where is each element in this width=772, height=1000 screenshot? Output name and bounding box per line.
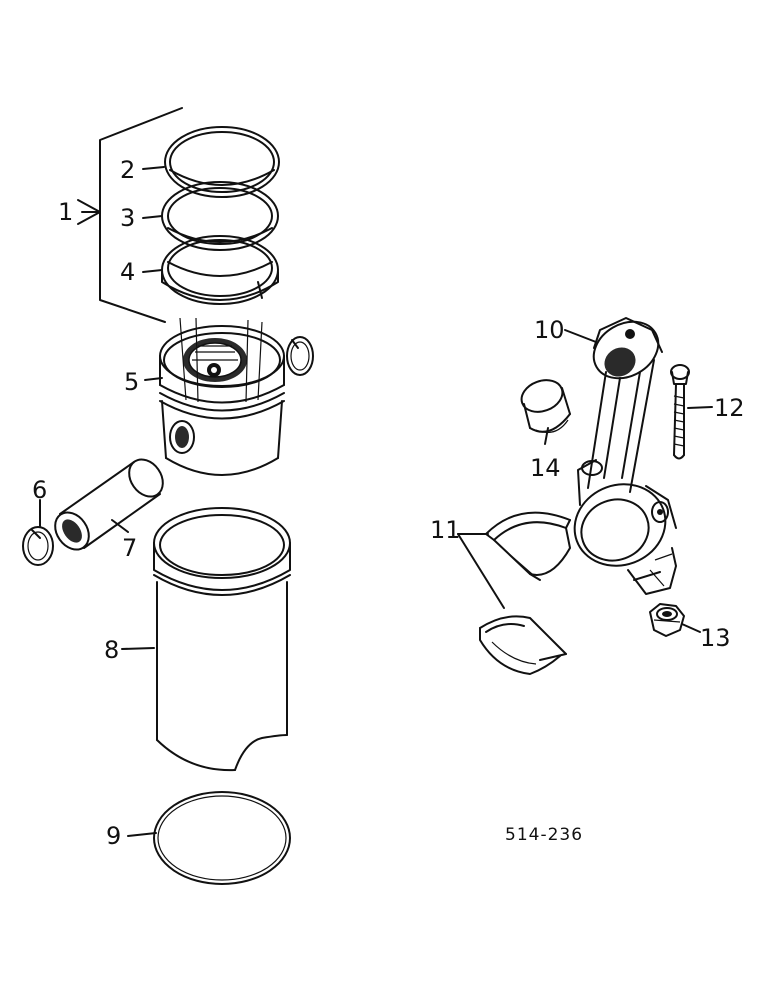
callout-9: 9 <box>106 822 121 850</box>
leader-10 <box>564 329 597 343</box>
callout-11: 11 <box>430 516 461 544</box>
callout-1: 1 <box>58 198 73 226</box>
leader-3 <box>142 215 163 219</box>
bearing-shell-upper <box>485 511 571 581</box>
piston-pin-circlip-right <box>286 336 314 376</box>
small-end-bushing <box>520 379 571 433</box>
figure-id: 514-236 <box>505 825 583 845</box>
piston <box>159 317 285 476</box>
callout-5: 5 <box>124 368 139 396</box>
cylinder-liner <box>153 507 291 772</box>
leader-7 <box>111 519 129 533</box>
callout-3: 3 <box>120 204 135 232</box>
leader-9 <box>127 832 157 837</box>
oil-control-ring <box>161 235 279 305</box>
callout-2: 2 <box>120 156 135 184</box>
callouts: 1 2 3 4 5 6 7 8 9 10 11 12 13 14 <box>32 156 745 850</box>
leader-lines <box>39 166 713 837</box>
leader-14 <box>544 427 549 445</box>
liner-o-ring <box>153 791 291 885</box>
callout-13: 13 <box>700 624 731 652</box>
connecting-rod <box>573 317 677 595</box>
leader-12 <box>687 406 713 409</box>
piston-ring-top <box>164 126 280 198</box>
ring-set-bracket <box>77 107 183 323</box>
callout-10: 10 <box>534 316 565 344</box>
leader-13 <box>681 623 701 633</box>
leader-5 <box>144 377 163 381</box>
connecting-rod-bolt <box>670 364 690 460</box>
leader-2 <box>142 166 165 170</box>
leader-11b <box>457 533 505 609</box>
callout-12: 12 <box>714 394 745 422</box>
piston-pin-circlip-left <box>22 526 54 566</box>
leader-4 <box>142 269 163 273</box>
connecting-rod-nut <box>649 603 685 637</box>
piston-pin <box>54 458 164 551</box>
bearing-shell-lower <box>479 615 567 675</box>
callout-14: 14 <box>530 454 561 482</box>
callout-8: 8 <box>104 636 119 664</box>
callout-6: 6 <box>32 476 47 504</box>
callout-4: 4 <box>120 258 135 286</box>
leader-8 <box>121 647 155 650</box>
callout-7: 7 <box>122 534 137 562</box>
